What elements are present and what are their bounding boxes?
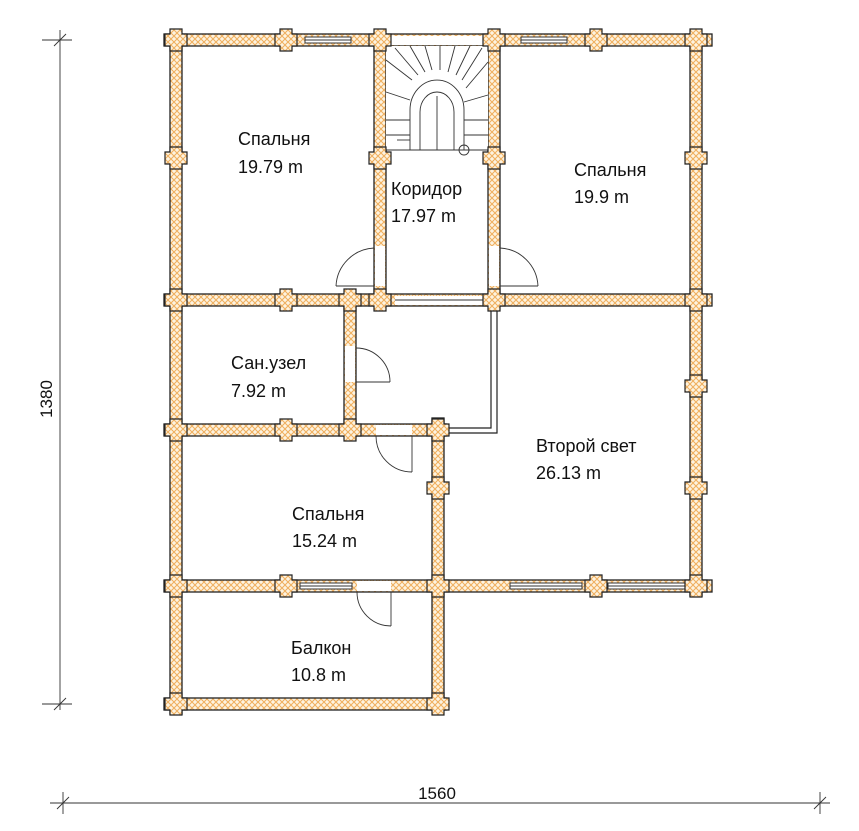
room-name-bedroom-3: Спальня: [292, 504, 364, 524]
log-post-19: [338, 418, 362, 442]
log-post-25: [426, 574, 450, 598]
room-area-balcony: 10.8 m: [291, 665, 346, 685]
log-post-11: [274, 288, 298, 312]
log-post-3: [482, 28, 506, 52]
dimension-height-label: 1380: [37, 380, 56, 418]
log-post-8: [482, 146, 506, 170]
room-area-second-light: 26.13 m: [536, 463, 601, 483]
dimension-width-label: 1560: [418, 784, 456, 803]
log-post-27: [684, 574, 708, 598]
log-post-5: [684, 28, 708, 52]
openings: [299, 36, 689, 591]
wall-inner-right: [431, 417, 445, 711]
log-post-15: [684, 288, 708, 312]
room-area-bedroom-1: 19.79 m: [238, 157, 303, 177]
railing: [444, 306, 498, 434]
log-post-0: [164, 28, 188, 52]
log-post-12: [338, 288, 362, 312]
log-post-6: [164, 146, 188, 170]
wall-balcony-bottom: [163, 697, 447, 711]
wall-left: [169, 33, 183, 715]
door-bedroom3: [375, 435, 413, 473]
door-bedroom1: [335, 247, 375, 287]
log-post-17: [164, 418, 188, 442]
doors: [335, 247, 539, 627]
log-post-14: [482, 288, 506, 312]
wall-right: [689, 33, 703, 597]
log-post-1: [274, 28, 298, 52]
log-post-18: [274, 418, 298, 442]
room-name-bedroom-2: Спальня: [574, 160, 646, 180]
log-posts: [164, 28, 708, 716]
room-labels: Спальня 19.79 m Коридор 17.97 m Спальня …: [231, 129, 646, 685]
log-post-13: [368, 288, 392, 312]
room-area-bedroom-3: 15.24 m: [292, 531, 357, 551]
log-post-4: [584, 28, 608, 52]
room-area-bedroom-2: 19.9 m: [574, 187, 629, 207]
log-post-20: [426, 418, 450, 442]
room-name-balcony: Балкон: [291, 638, 351, 658]
log-post-22: [684, 476, 708, 500]
log-post-26: [584, 574, 608, 598]
log-post-9: [684, 146, 708, 170]
log-post-28: [164, 692, 188, 716]
log-post-7: [368, 146, 392, 170]
door-sanuzel: [355, 347, 391, 383]
room-name-corridor: Коридор: [391, 179, 462, 199]
log-post-2: [368, 28, 392, 52]
room-name-second-light: Второй свет: [536, 436, 637, 456]
log-post-23: [164, 574, 188, 598]
room-area-bathroom: 7.92 m: [231, 381, 286, 401]
room-name-bedroom-1: Спальня: [238, 129, 310, 149]
door-balcony: [356, 591, 392, 627]
room-area-corridor: 17.97 m: [391, 206, 456, 226]
log-post-16: [684, 374, 708, 398]
dimension-lines: [42, 30, 830, 814]
door-bedroom2: [499, 247, 539, 287]
log-post-21: [426, 476, 450, 500]
log-post-10: [164, 288, 188, 312]
log-post-29: [426, 692, 450, 716]
room-name-bathroom: Сан.узел: [231, 353, 306, 373]
staircase: [385, 45, 489, 156]
log-post-24: [274, 574, 298, 598]
